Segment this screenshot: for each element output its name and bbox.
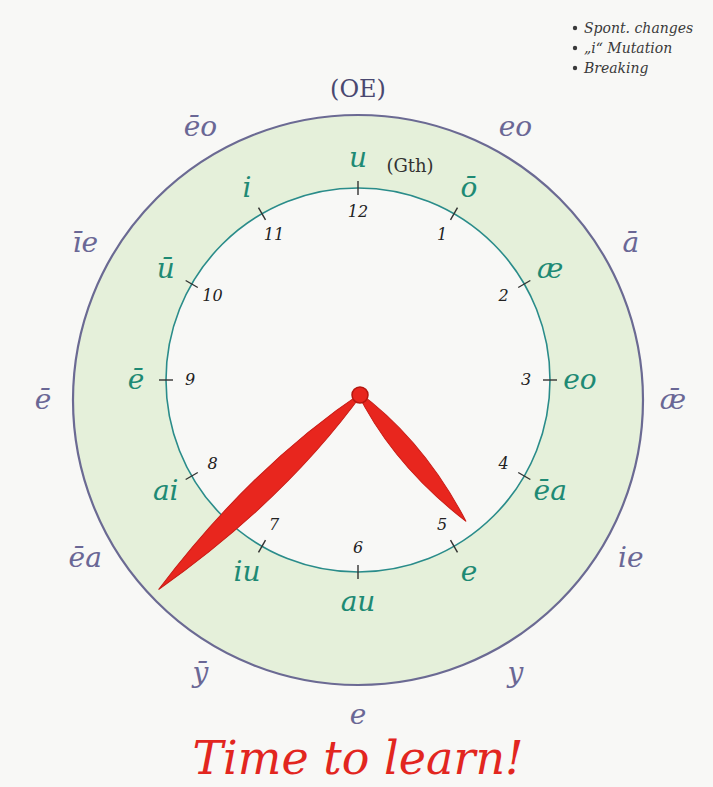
hour-tick [259, 208, 266, 220]
hour-tick [186, 281, 198, 288]
hour-tick [186, 473, 198, 480]
old-english-vowel: e [350, 699, 367, 731]
gothic-vowel: ai [153, 475, 179, 507]
hour-tick [159, 379, 173, 380]
note-item: Spont. changes [584, 20, 693, 36]
hour-number: 7 [269, 516, 279, 534]
old-english-vowel: ie [618, 541, 644, 573]
dial-circle [73, 115, 643, 685]
hour-number: 3 [521, 371, 531, 389]
hour-tick [543, 379, 557, 380]
old-english-vowel: ā [622, 226, 639, 258]
hand-pivot [352, 387, 368, 403]
ring-heading: (OE) [330, 76, 386, 104]
hour-number: 6 [353, 539, 363, 557]
gothic-vowel: ū [157, 253, 175, 285]
hour-number: 5 [437, 516, 447, 534]
gothic-vowel: au [341, 586, 376, 618]
gothic-vowel: i [243, 172, 252, 204]
hour-number: 4 [498, 455, 508, 473]
hour-tick [518, 281, 530, 288]
gothic-vowel: æ [537, 253, 563, 285]
old-english-vowel: ēo [184, 111, 217, 143]
note-item: „i“ Mutation [584, 40, 672, 56]
hour-number: 11 [264, 225, 284, 243]
old-english-vowel: ǣ [660, 384, 686, 416]
hour-tick [259, 540, 266, 552]
old-english-vowel: y [508, 657, 524, 689]
hour-number: 2 [498, 287, 508, 305]
note-item: Breaking [584, 60, 649, 76]
gothic-vowel: e [461, 556, 478, 588]
old-english-vowel: ȳ [193, 657, 209, 689]
hour-tick [451, 208, 458, 220]
hour-tick [357, 565, 358, 579]
hour-number: 1 [437, 225, 447, 243]
note-bullet [573, 46, 577, 50]
gothic-vowel: u [349, 142, 367, 174]
hour-number: 12 [348, 203, 368, 221]
clock-hand [150, 382, 372, 598]
ring-heading: (Gth) [386, 156, 433, 177]
hour-number: 10 [202, 287, 222, 305]
hour-tick [518, 473, 530, 480]
note-bullet [573, 26, 577, 30]
gothic-vowel: ē [128, 364, 145, 396]
old-english-vowel: eo [499, 111, 532, 143]
clock-hand [348, 384, 473, 528]
old-english-vowel: ē [35, 384, 52, 416]
hour-number: 8 [207, 455, 217, 473]
note-bullet [573, 66, 577, 70]
old-english-vowel: ēa [69, 541, 102, 573]
hour-number: 9 [185, 371, 195, 389]
gothic-vowel: ō [461, 172, 478, 204]
hour-tick [451, 540, 458, 552]
gothic-vowel: ēa [534, 475, 567, 507]
hour-tick [357, 181, 358, 195]
slogan: Time to learn! [192, 731, 523, 784]
gothic-vowel: iu [234, 556, 261, 588]
gothic-vowel: eo [563, 364, 596, 396]
old-english-vowel: īe [72, 226, 98, 258]
